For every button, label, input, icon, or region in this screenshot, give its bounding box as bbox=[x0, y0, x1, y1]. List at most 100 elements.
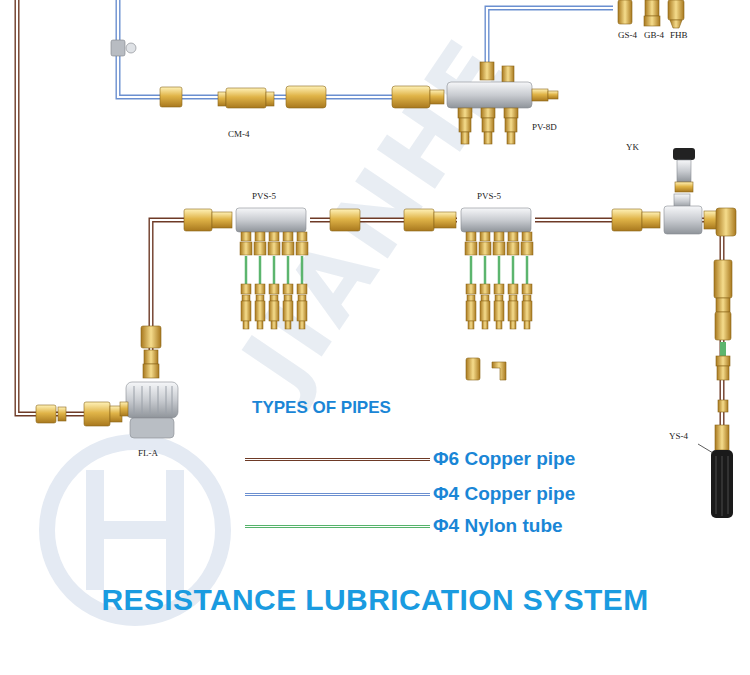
brass-fitting bbox=[143, 364, 159, 378]
brass-fitting bbox=[36, 405, 56, 423]
brass-fitting bbox=[141, 326, 161, 348]
distributor-block bbox=[447, 82, 532, 108]
pipe-clip bbox=[111, 40, 125, 56]
part-label: PV-8D bbox=[532, 122, 557, 133]
outlet-column bbox=[521, 232, 533, 329]
copper-pipe bbox=[17, 0, 122, 414]
brass-fitting bbox=[484, 132, 492, 144]
pump-base bbox=[130, 418, 174, 438]
outlet-column bbox=[254, 232, 266, 329]
outlet-column bbox=[493, 232, 505, 329]
brass-fitting bbox=[434, 212, 456, 228]
brass-fitting bbox=[482, 118, 494, 132]
brass-fitting bbox=[144, 350, 158, 364]
part-label: CM-4 bbox=[228, 129, 250, 140]
brass-fitting bbox=[430, 90, 444, 104]
part-label: YS-4 bbox=[669, 431, 688, 442]
legend-line bbox=[245, 525, 430, 528]
outlet-column bbox=[507, 232, 519, 329]
brass-fitting bbox=[717, 366, 729, 380]
brass-fitting bbox=[458, 108, 472, 118]
component-node: YS-4 bbox=[705, 425, 740, 525]
brass-nut bbox=[675, 182, 693, 192]
brass-nut bbox=[644, 16, 660, 26]
brass-fitting bbox=[461, 132, 469, 144]
brass-fitting bbox=[716, 356, 730, 366]
outlet-column bbox=[282, 232, 294, 329]
component-node: PVS-5 bbox=[232, 192, 310, 332]
brass-fitting bbox=[480, 62, 494, 80]
pump-ribs bbox=[134, 386, 172, 414]
distributor-block bbox=[461, 208, 531, 232]
brass-fitting bbox=[481, 108, 495, 118]
outlet-column bbox=[240, 232, 252, 329]
tee-fitting bbox=[664, 206, 702, 234]
brass-fitting bbox=[715, 312, 731, 340]
pressure-switch bbox=[677, 160, 691, 182]
brass-fitting bbox=[502, 66, 514, 82]
brass-fitting bbox=[392, 86, 430, 108]
brass-fitting bbox=[642, 212, 660, 228]
legend-text: Φ4 Nylon tube bbox=[433, 515, 563, 537]
component-node: FHB bbox=[664, 0, 690, 42]
pressure-switch bbox=[673, 148, 695, 160]
outlet-column bbox=[465, 232, 477, 329]
part-label: GB-4 bbox=[644, 30, 664, 41]
brass-fitting bbox=[504, 108, 518, 118]
legend-heading: TYPES OF PIPES bbox=[252, 398, 391, 418]
watermark-logo bbox=[95, 470, 175, 590]
part-label: FHB bbox=[670, 30, 688, 41]
pump-body bbox=[126, 382, 178, 418]
brass-fitting bbox=[718, 400, 728, 412]
brass-elbow bbox=[716, 208, 736, 236]
brass-fitting bbox=[670, 20, 682, 28]
brass-fitting bbox=[505, 118, 517, 132]
pipe-clip bbox=[126, 43, 136, 53]
outlet-column bbox=[268, 232, 280, 329]
nylon-tube bbox=[720, 342, 726, 356]
outlet-column bbox=[296, 232, 308, 329]
component-node: PVS-5 bbox=[457, 192, 535, 332]
brass-fitting bbox=[212, 212, 232, 228]
brush-ferrule bbox=[715, 425, 729, 450]
component-node: GB-4 bbox=[640, 0, 664, 42]
brass-fitting bbox=[330, 209, 360, 231]
brass-fitting bbox=[668, 0, 684, 20]
brass-nut bbox=[84, 402, 110, 426]
legend-line bbox=[245, 493, 430, 496]
legend-text: Φ6 Copper pipe bbox=[433, 448, 575, 470]
part-label: GS-4 bbox=[618, 30, 637, 41]
legend-text: Φ4 Copper pipe bbox=[433, 483, 575, 505]
brass-fitting bbox=[618, 0, 632, 24]
brass-fitting bbox=[160, 87, 182, 107]
brass-fitting bbox=[218, 92, 226, 106]
brass-fitting bbox=[645, 0, 659, 16]
brass-fitting bbox=[612, 209, 642, 231]
component-node: PV-8D bbox=[444, 78, 564, 148]
component-node: CM-4 bbox=[215, 84, 271, 142]
brass-fitting bbox=[404, 209, 434, 231]
component-node: YK bbox=[660, 142, 702, 242]
filter-body bbox=[226, 88, 266, 108]
brass-fitting bbox=[266, 92, 274, 106]
pipe-connector bbox=[151, 220, 232, 378]
brass-fitting bbox=[184, 209, 212, 231]
brass-fitting bbox=[466, 358, 480, 380]
brass-fitting bbox=[120, 402, 128, 416]
part-label: PVS-5 bbox=[477, 191, 501, 202]
copper-pipe bbox=[118, 0, 225, 97]
brass-fitting bbox=[716, 298, 730, 312]
brass-fitting bbox=[532, 89, 548, 101]
brass-fitting bbox=[548, 91, 558, 99]
pipe-wall bbox=[151, 220, 232, 378]
brass-fitting bbox=[286, 86, 326, 108]
part-label: FL-A bbox=[138, 448, 158, 459]
brass-fitting bbox=[507, 132, 515, 144]
leader-line bbox=[698, 444, 713, 453]
